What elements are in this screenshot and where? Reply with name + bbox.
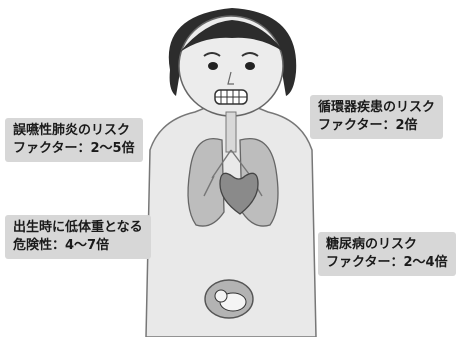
low-birth-weight-line2: 危険性：4～7倍 [13,237,143,255]
left-eye [208,62,218,70]
pneumonia-risk-label: 誤嚥性肺炎のリスク ファクター：2～5倍 [5,118,143,162]
diabetes-risk-label: 糖尿病のリスク ファクター：2～4倍 [318,232,456,276]
low-birth-weight-risk-label: 出生時に低体重となる 危険性：4～7倍 [5,215,151,259]
pneumonia-risk-line2: ファクター：2～5倍 [13,140,135,158]
diabetes-risk-line1: 糖尿病のリスク [326,236,448,254]
right-eye [245,62,255,70]
cardiovascular-risk-line1: 循環器疾患のリスク [318,99,435,117]
low-birth-weight-line1: 出生時に低体重となる [13,219,143,237]
cardiovascular-risk-label: 循環器疾患のリスク ファクター：2倍 [310,95,443,139]
cardiovascular-risk-line2: ファクター：2倍 [318,117,435,135]
fetus-head [215,290,227,302]
pneumonia-risk-line1: 誤嚥性肺炎のリスク [13,122,135,140]
trachea [226,112,236,152]
diabetes-risk-line2: ファクター：2～4倍 [326,254,448,272]
